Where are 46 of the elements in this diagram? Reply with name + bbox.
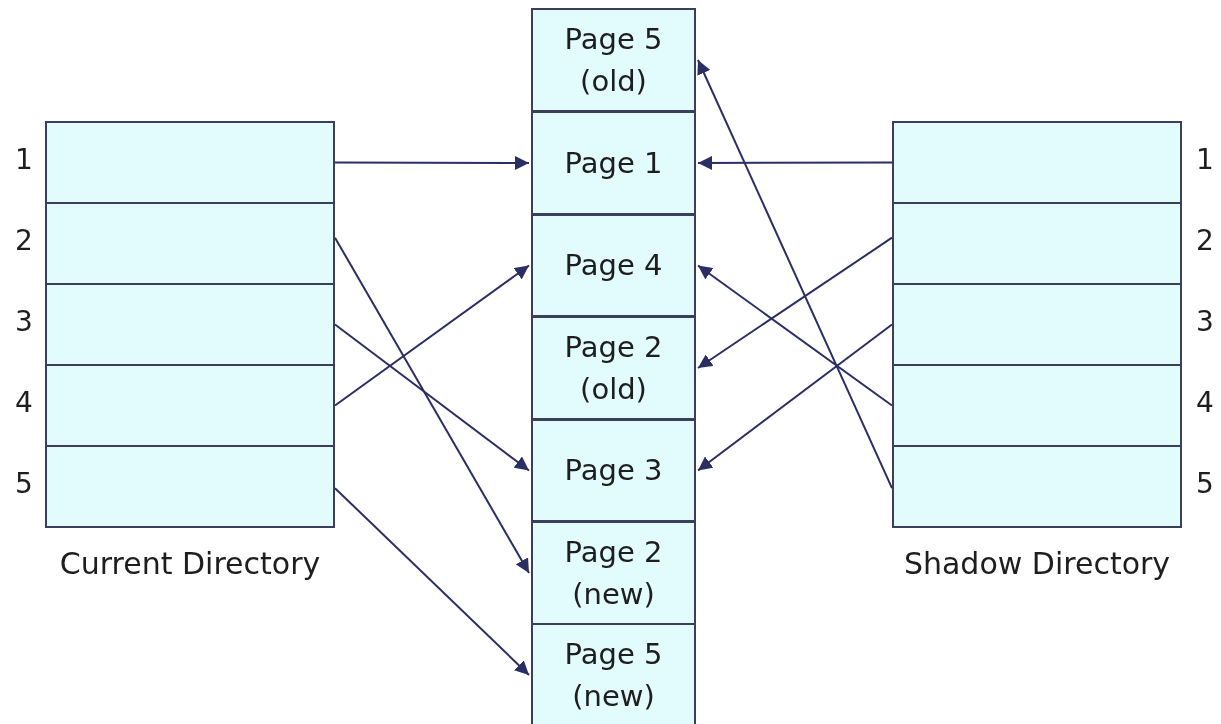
page-label: Page 5 (old) xyxy=(563,20,664,100)
directory-row xyxy=(892,121,1182,204)
row-number: 3 xyxy=(1196,305,1214,338)
page-label: Page 5 (new) xyxy=(563,635,664,715)
page-label: Page 2 (old) xyxy=(563,328,664,408)
arrow xyxy=(334,487,530,676)
arrow xyxy=(697,236,893,369)
page-box xyxy=(531,521,696,625)
page-label: Page 4 xyxy=(564,247,663,285)
arrow xyxy=(334,264,530,407)
arrow xyxy=(334,236,530,574)
directory-row xyxy=(892,283,1182,366)
arrow xyxy=(334,155,530,170)
directory-row xyxy=(892,202,1182,285)
directory-row xyxy=(45,445,335,528)
page-box xyxy=(531,623,696,724)
arrow xyxy=(697,59,893,490)
row-number: 1 xyxy=(15,143,33,176)
directory-row xyxy=(45,283,335,366)
page-label: Page 3 xyxy=(564,452,663,490)
page-box xyxy=(531,8,696,112)
directory-label: Shadow Directory xyxy=(903,546,1171,581)
directory-label: Current Directory xyxy=(59,546,321,581)
row-number: 2 xyxy=(1196,224,1214,257)
arrow xyxy=(334,323,530,472)
page-box xyxy=(531,419,696,522)
page-box xyxy=(531,214,696,317)
row-number: 2 xyxy=(15,224,33,257)
directory-row xyxy=(892,364,1182,447)
arrow xyxy=(697,323,893,472)
arrow xyxy=(697,155,893,170)
row-number: 5 xyxy=(1196,467,1214,500)
page-label: Page 2 (new) xyxy=(563,533,664,613)
directory-row xyxy=(45,121,335,204)
row-number: 5 xyxy=(15,467,33,500)
row-number: 1 xyxy=(1196,143,1214,176)
row-number: 3 xyxy=(15,305,33,338)
row-number: 4 xyxy=(1196,386,1214,419)
directory-row xyxy=(45,202,335,285)
page-box xyxy=(531,316,696,420)
page-box xyxy=(531,111,696,215)
arrow xyxy=(697,264,893,407)
row-number: 4 xyxy=(15,386,33,419)
directory-row xyxy=(45,364,335,447)
page-label: Page 1 xyxy=(564,144,663,182)
directory-row xyxy=(892,445,1182,528)
